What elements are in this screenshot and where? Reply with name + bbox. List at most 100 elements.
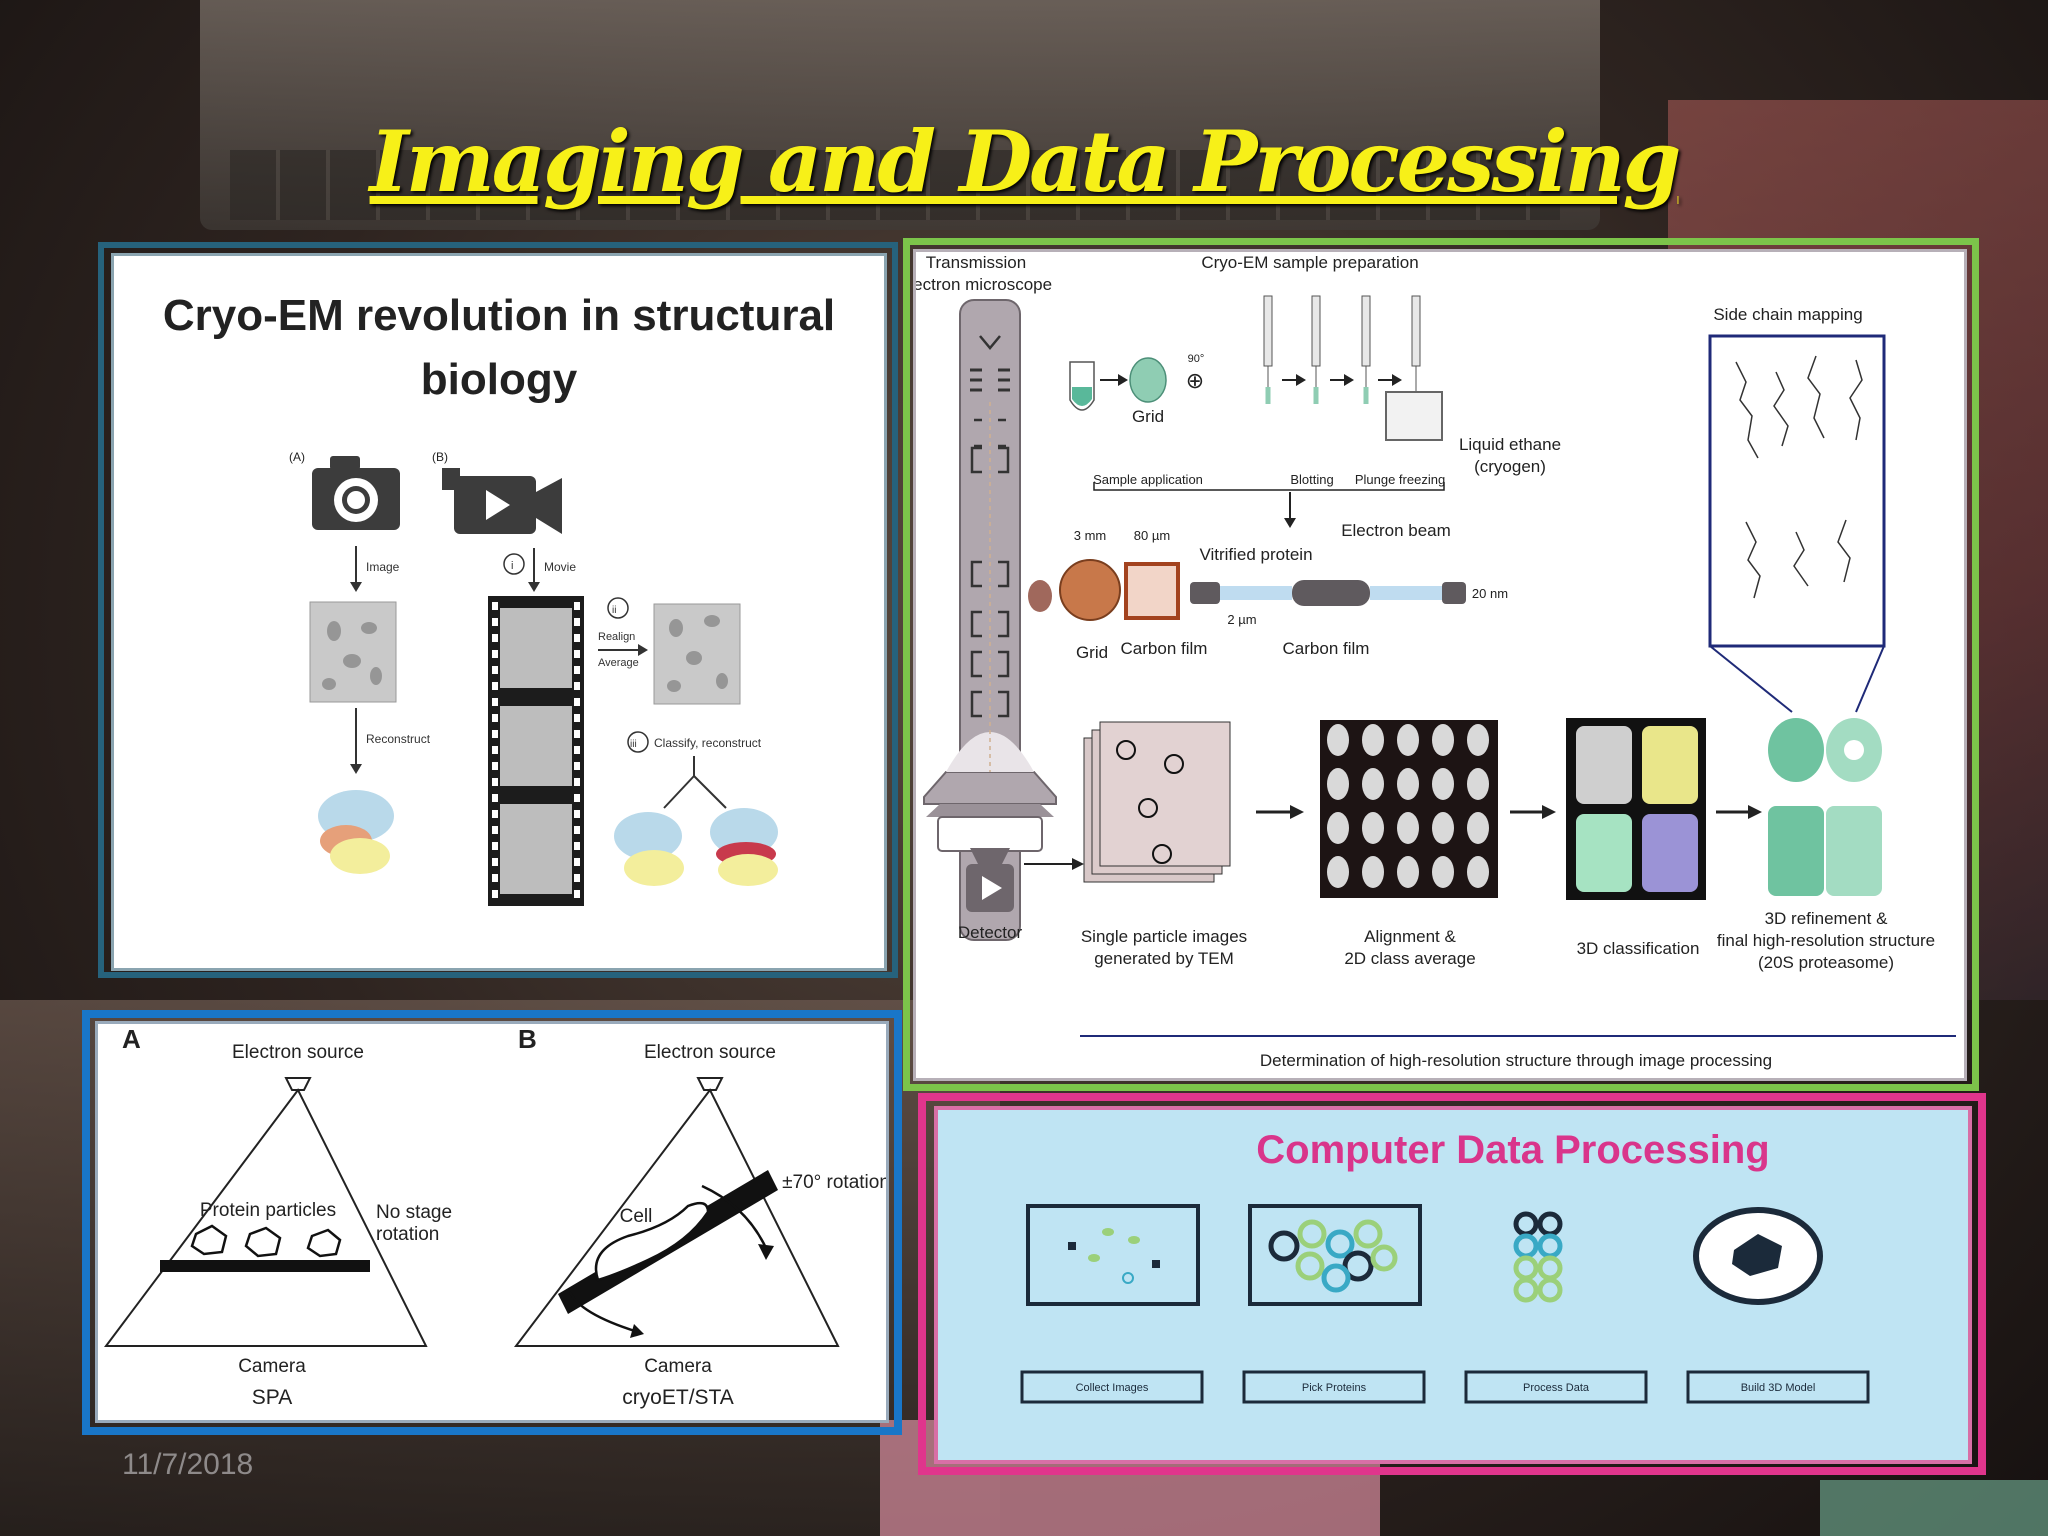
tube-icon (1069, 361, 1095, 411)
film-hole (574, 666, 580, 674)
classification-label: 3D classification (1577, 939, 1700, 958)
spa-cryoet-figure: A B Electron source Electron source Prot… (104, 1024, 886, 1409)
camera-label-a: Camera (238, 1356, 306, 1377)
film-hole (492, 810, 498, 818)
carbon-film-strip (1190, 580, 1466, 606)
class-average-grid (1320, 720, 1498, 898)
collect-images-icon (1026, 1204, 1200, 1306)
collect-images-dots (1068, 1228, 1160, 1284)
classify-label: Classify, reconstruct (654, 736, 762, 750)
film-hole (574, 794, 580, 802)
process-data-icon (1513, 1211, 1563, 1303)
film-hole (492, 634, 498, 642)
class-average-particle (1467, 856, 1489, 888)
cryoem-revolution-panel: Cryo-EM revolution in structural biology… (111, 253, 887, 971)
alignment-label-2: 2D class average (1344, 949, 1475, 968)
sample-application-label: Sample application (1093, 472, 1203, 487)
grid-label-2: Grid (1076, 643, 1108, 662)
film-hole (574, 810, 580, 818)
class-average-particle (1467, 812, 1489, 844)
class-average-particle (1327, 768, 1349, 800)
build-3d-model-button-box (1686, 1370, 1870, 1404)
film-hole (574, 890, 580, 898)
film-hole (492, 826, 498, 834)
class-average-particle (1397, 724, 1419, 756)
refinement-label-3: (20S proteasome) (1758, 953, 1894, 972)
film-hole (492, 890, 498, 898)
side-chain-box (1708, 334, 1886, 648)
ethane-container-icon (1385, 391, 1443, 441)
film-hole (574, 826, 580, 834)
film-hole (492, 698, 498, 706)
refinement-label-2: final high-resolution structure (1717, 931, 1935, 950)
class-average-particle (1327, 724, 1349, 756)
reconstruct-label: Reconstruct (366, 732, 431, 746)
class-average-particle (1467, 768, 1489, 800)
pipeline-panel-frame (903, 238, 1979, 1091)
protein-particles-label: Protein particles (200, 1200, 336, 1221)
grid-disc-icon (1059, 559, 1121, 621)
film-hole (492, 666, 498, 674)
film-hole (492, 794, 498, 802)
computer-figure: Collect Images Pick Proteins Process Dat… (1020, 1204, 1870, 1404)
tem-label-line2: electron microscope (916, 275, 1052, 294)
rotation-label: 90° (1188, 353, 1205, 365)
build-3d-model-icon (1693, 1207, 1823, 1305)
film-hole (574, 746, 580, 754)
cryoet-label: cryoET/STA (622, 1386, 734, 1409)
side-chain-structures (1735, 355, 1863, 599)
step-iii: iii (630, 739, 637, 750)
no-stage-label-1: No stage (376, 1202, 452, 1223)
size-2um-label: 2 µm (1227, 612, 1256, 627)
tem-label-line1: Transmission (926, 253, 1026, 272)
carbon-film-label-2: Carbon film (1283, 639, 1370, 658)
size-3mm-label: 3 mm (1074, 528, 1107, 543)
class-average-particle (1327, 812, 1349, 844)
class-average-particle (1362, 856, 1384, 888)
stage-a (160, 1260, 370, 1272)
film-hole (574, 858, 580, 866)
geometry-label-a: A (122, 1024, 141, 1054)
detector-icon (966, 864, 1014, 912)
no-stage-label-2: rotation (376, 1224, 439, 1245)
alignment-label-1: Alignment & (1364, 927, 1456, 946)
class-average-particle (1432, 724, 1454, 756)
camera-label-b: Camera (644, 1356, 712, 1377)
protein-model-b2 (710, 808, 778, 886)
film-hole (574, 842, 580, 850)
single-particle-label-2: generated by TEM (1094, 949, 1234, 968)
class-average-particle (1362, 724, 1384, 756)
electron-beam-label: Electron beam (1341, 521, 1451, 540)
computer-panel-title: Computer Data Processing (1256, 1128, 1770, 1172)
film-hole (574, 874, 580, 882)
cryoem-heading-line2: biology (420, 355, 578, 404)
film-hole (574, 650, 580, 658)
film-hole (492, 682, 498, 690)
microscope-icon (923, 299, 1057, 941)
blotting-tools (1263, 295, 1421, 404)
cryoem-panel-frame (98, 242, 898, 978)
refinement-label-1: 3D refinement & (1765, 909, 1888, 928)
class-average-particle (1397, 812, 1419, 844)
protein-model-a (318, 790, 394, 874)
film-hole (574, 634, 580, 642)
film-hole (574, 682, 580, 690)
film-hole (574, 762, 580, 770)
spa-label: SPA (252, 1386, 292, 1409)
cell-label: Cell (620, 1206, 653, 1227)
cryoem-heading: Cryo-EM revolution in structural biology (114, 284, 884, 412)
class-average-particle (1397, 856, 1419, 888)
step-i: i (511, 560, 513, 572)
class-average-particle (1327, 856, 1349, 888)
film-hole (492, 842, 498, 850)
liquid-ethane-label-1: Liquid ethane (1459, 435, 1561, 454)
class-average-particle (1397, 768, 1419, 800)
realign-label: Realign (598, 631, 635, 643)
film-hole (574, 698, 580, 706)
step-ii: ii (612, 605, 616, 616)
cryoem-figure: (A) Image Reconstruct (B) (289, 450, 778, 906)
computer-panel-frame (918, 1093, 1986, 1475)
film-hole (492, 858, 498, 866)
film-hole (492, 778, 498, 786)
size-80um-label: 80 µm (1134, 528, 1170, 543)
